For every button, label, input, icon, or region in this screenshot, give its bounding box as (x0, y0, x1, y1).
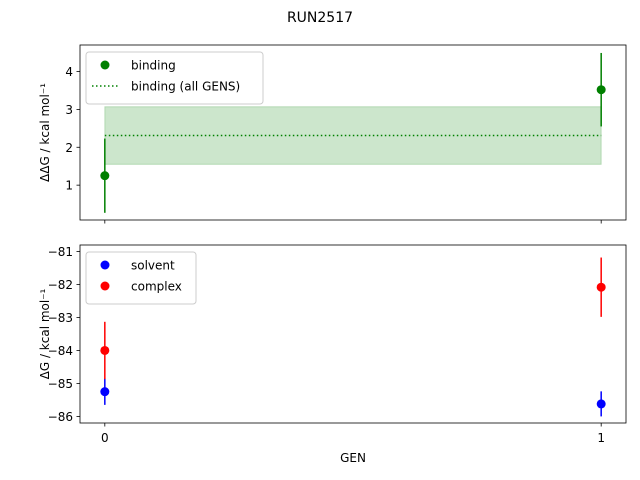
data-point (100, 387, 110, 397)
legend-label: binding (131, 59, 176, 73)
figure-title: RUN2517 (287, 10, 353, 26)
legend-marker (100, 260, 110, 270)
bottom-panel: −86 −85 −84 −83 −82 −81 0 1 ΔG / kcal mol⁻¹ GEN so… (38, 244, 627, 465)
legend-label: complex (131, 280, 182, 294)
legend-marker (100, 60, 110, 70)
plot-frame (79, 44, 627, 221)
legend-label: solvent (131, 259, 175, 273)
y-tick-label: 2 (65, 141, 73, 155)
legend: binding binding (all GENS) (85, 51, 264, 105)
y-tick-label: −82 (48, 278, 73, 292)
legend: solvent complex (85, 251, 197, 305)
data-point (100, 171, 110, 181)
y-tick-label: −84 (48, 344, 73, 358)
y-axis-label: ΔG / kcal mol⁻¹ (38, 288, 52, 379)
data-point (596, 282, 606, 292)
x-tick-label: 0 (101, 431, 109, 445)
data-point (596, 85, 606, 95)
plot-frame (79, 244, 627, 424)
legend-box (85, 51, 264, 105)
y-tick-label: −85 (48, 377, 73, 391)
y-tick-label: 3 (65, 103, 73, 117)
x-tick-label: 1 (597, 431, 605, 445)
y-tick-label: −86 (48, 410, 73, 424)
data-point (100, 345, 110, 355)
x-axis-label: GEN (340, 451, 366, 465)
data-point (596, 399, 606, 409)
y-tick-label: −83 (48, 311, 73, 325)
legend-box (85, 251, 197, 305)
y-tick-label: 1 (65, 179, 73, 193)
y-tick-label: −81 (48, 245, 73, 259)
legend-marker (100, 281, 110, 291)
y-tick-label: 4 (65, 65, 73, 79)
legend-label: binding (all GENS) (131, 80, 240, 94)
y-axis-label: ΔΔG / kcal mol⁻¹ (38, 83, 52, 182)
